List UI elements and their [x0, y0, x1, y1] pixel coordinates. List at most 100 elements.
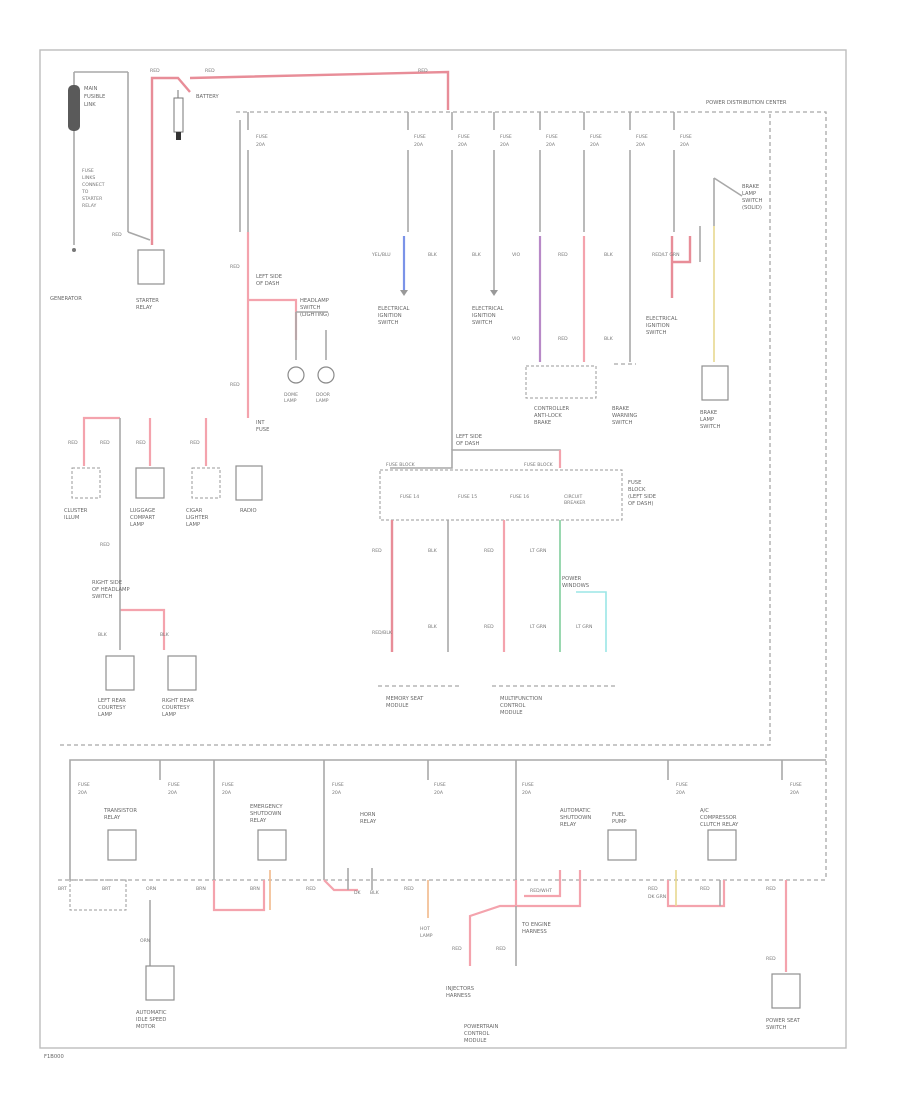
svg-text:LINK: LINK — [84, 102, 96, 108]
svg-text:BLK: BLK — [604, 252, 614, 258]
svg-text:LEFT SIDE: LEFT SIDE — [256, 274, 282, 280]
svg-text:COURTESY: COURTESY — [98, 705, 126, 711]
svg-text:RED: RED — [100, 542, 110, 548]
svg-text:20A: 20A — [590, 142, 600, 148]
svg-text:BRAKE: BRAKE — [534, 420, 551, 426]
svg-text:FUSE: FUSE — [82, 168, 94, 174]
svg-text:(LEFT SIDE: (LEFT SIDE — [628, 494, 656, 500]
svg-text:STARTER: STARTER — [82, 196, 103, 202]
svg-text:20A: 20A — [790, 790, 800, 796]
svg-text:LT GRN: LT GRN — [530, 624, 546, 630]
svg-text:INJECTORS: INJECTORS — [446, 986, 474, 992]
svg-text:BLK: BLK — [160, 632, 170, 638]
svg-text:20A: 20A — [458, 142, 468, 148]
svg-text:RED: RED — [452, 946, 462, 952]
svg-text:FUSE: FUSE — [222, 782, 234, 788]
svg-text:FUSE: FUSE — [256, 134, 268, 140]
svg-text:VIO: VIO — [512, 336, 520, 342]
fuse-block-center: LEFT SIDE OF DASH FUSE BLOCK FUSE BLOCK … — [372, 430, 656, 716]
svg-text:POWER DISTRIBUTION CENTER: POWER DISTRIBUTION CENTER — [706, 100, 787, 106]
footer-code: F1B000 — [44, 1054, 64, 1060]
svg-text:SWITCH: SWITCH — [646, 330, 666, 336]
svg-text:FUSE: FUSE — [636, 134, 648, 140]
svg-text:ELECTRICAL: ELECTRICAL — [378, 306, 410, 312]
svg-text:FUSE: FUSE — [590, 134, 602, 140]
svg-text:LAMP: LAMP — [420, 933, 433, 939]
svg-text:RELAY: RELAY — [360, 819, 377, 825]
svg-text:LAMP: LAMP — [162, 712, 176, 718]
svg-text:RED: RED — [136, 440, 146, 446]
svg-text:RED: RED — [150, 68, 160, 74]
svg-text:HOT: HOT — [420, 926, 430, 932]
svg-text:BRN: BRN — [196, 886, 206, 892]
svg-text:RELAY: RELAY — [560, 822, 577, 828]
svg-text:YEL/BLU: YEL/BLU — [371, 252, 391, 258]
svg-text:(LIGHTING): (LIGHTING) — [300, 312, 329, 318]
svg-text:RED: RED — [100, 440, 110, 446]
svg-text:RED/LT GRN: RED/LT GRN — [652, 252, 680, 258]
instrument-cluster-branch: VIO RED VIO RED CONTROLLER ANTI-LOCK BRA… — [512, 150, 597, 426]
svg-text:BLK: BLK — [472, 252, 482, 258]
svg-text:ELECTRICAL: ELECTRICAL — [646, 316, 678, 322]
svg-text:DK: DK — [354, 890, 362, 896]
svg-text:RED: RED — [766, 956, 776, 962]
svg-text:RELAY: RELAY — [136, 305, 153, 311]
svg-text:FUSE: FUSE — [168, 782, 180, 788]
svg-text:DOOR: DOOR — [316, 392, 331, 398]
svg-text:MODULE: MODULE — [464, 1038, 487, 1044]
svg-text:RED: RED — [418, 68, 428, 74]
svg-text:HEADLAMP: HEADLAMP — [300, 298, 329, 304]
svg-text:OF DASH: OF DASH — [256, 281, 279, 287]
svg-text:SWITCH: SWITCH — [612, 420, 632, 426]
svg-text:LUGGAGE: LUGGAGE — [130, 508, 155, 514]
svg-text:RED: RED — [700, 886, 710, 892]
svg-text:LAMP: LAMP — [742, 191, 756, 197]
svg-text:RED: RED — [230, 382, 240, 388]
svg-text:FUSE: FUSE — [256, 427, 269, 433]
svg-text:MEMORY SEAT: MEMORY SEAT — [386, 696, 424, 702]
generator-symbol: MAIN FUSIBLE LINK FUSE LINKS CONNECT TO … — [50, 71, 151, 302]
svg-text:FUSE: FUSE — [332, 782, 344, 788]
svg-text:TO: TO — [81, 189, 89, 195]
svg-text:CLUSTER: CLUSTER — [64, 508, 88, 514]
svg-text:BRAKE: BRAKE — [700, 410, 717, 416]
svg-text:RED: RED — [484, 548, 494, 554]
svg-text:SHUTDOWN: SHUTDOWN — [560, 815, 591, 821]
brake-lamp-switch-branch: BRAKE LAMP SWITCH (SOLID) RED/LT GRN ELE… — [646, 150, 762, 430]
svg-text:LAMP: LAMP — [130, 522, 144, 528]
svg-text:ORN: ORN — [146, 886, 156, 892]
svg-text:FUSE: FUSE — [458, 134, 470, 140]
svg-text:OF DASH): OF DASH) — [628, 501, 653, 507]
brake-warning-switch-branch: BLK BLK BRAKE WARNING SWITCH — [604, 150, 637, 426]
svg-text:RED/WHT: RED/WHT — [530, 888, 552, 894]
svg-text:PUMP: PUMP — [612, 819, 627, 825]
svg-text:FUSE: FUSE — [522, 782, 534, 788]
svg-text:FUSE: FUSE — [546, 134, 558, 140]
svg-text:FUSE: FUSE — [434, 782, 446, 788]
svg-text:WARNING: WARNING — [612, 413, 637, 419]
svg-text:RED: RED — [558, 336, 568, 342]
ignition-feeds: YEL/BLU BLK BLK ELECTRICAL IGNITION SWIT… — [371, 150, 504, 430]
svg-text:LT GRN: LT GRN — [576, 624, 592, 630]
svg-text:CLUTCH RELAY: CLUTCH RELAY — [700, 822, 739, 828]
svg-text:20A: 20A — [168, 790, 178, 796]
svg-text:FUEL: FUEL — [612, 812, 625, 818]
svg-text:LAMP: LAMP — [98, 712, 112, 718]
svg-text:BRAKE: BRAKE — [612, 406, 629, 412]
svg-text:20A: 20A — [414, 142, 424, 148]
svg-text:TO ENGINE: TO ENGINE — [521, 922, 551, 928]
svg-text:FUSIBLE: FUSIBLE — [84, 94, 105, 100]
svg-text:20A: 20A — [546, 142, 556, 148]
svg-text:AUTOMATIC: AUTOMATIC — [136, 1010, 167, 1016]
svg-text:BLK: BLK — [428, 624, 438, 630]
svg-text:RED: RED — [205, 68, 215, 74]
svg-text:CONTROL: CONTROL — [500, 703, 525, 709]
svg-text:RED/BLK: RED/BLK — [372, 630, 393, 636]
svg-text:RED: RED — [484, 624, 494, 630]
svg-text:20A: 20A — [680, 142, 690, 148]
svg-text:SHUTDOWN: SHUTDOWN — [250, 811, 281, 817]
bottom-relays: TRANSISTOR RELAY EMERGENCY SHUTDOWN RELA… — [103, 804, 739, 861]
svg-text:VIO: VIO — [512, 252, 520, 258]
